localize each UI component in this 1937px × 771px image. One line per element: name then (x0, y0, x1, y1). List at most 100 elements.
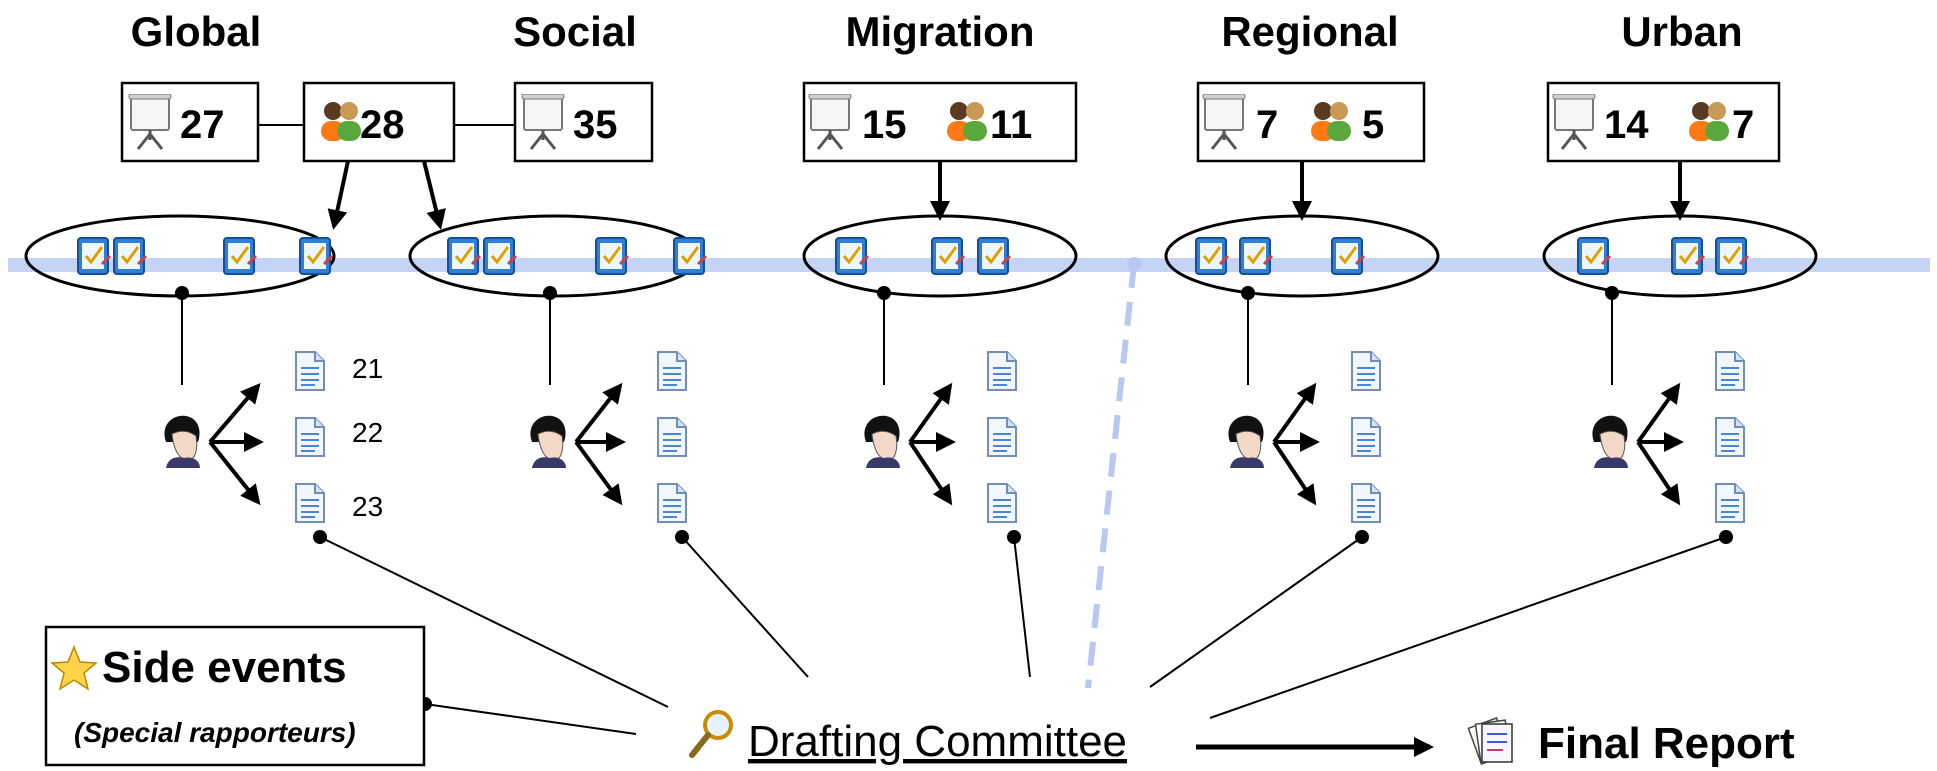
timeline-divider-dot (1127, 257, 1141, 271)
document-icon (295, 483, 325, 523)
session-group-social (408, 214, 708, 298)
timeline-divider (1085, 263, 1137, 689)
document-icon (1351, 483, 1381, 523)
session-group-migration (802, 214, 1078, 298)
checklist-tablet-icon (1194, 236, 1230, 276)
urban-plenary-count: 14 (1604, 103, 1649, 147)
side-events-box: Side events (Special rapporteurs) (44, 625, 426, 767)
checklist-tablet-icon (594, 236, 630, 276)
checklist-tablet-icon (482, 236, 518, 276)
document-icon (295, 351, 325, 391)
regional-box: 7 5 (1196, 81, 1426, 163)
person-head-icon (863, 415, 901, 469)
committee-connectors (319, 536, 1727, 735)
session-ellipse (1542, 214, 1818, 298)
document-icon (1351, 417, 1381, 457)
person-head-icon (163, 415, 201, 469)
timeline-band (8, 258, 1930, 272)
star-icon (50, 644, 98, 691)
arrow (327, 160, 350, 230)
checklist-tablet-icon (446, 236, 482, 276)
track-title-urban: Urban (1621, 8, 1742, 55)
checklist-tablet-icon (222, 236, 258, 276)
track-title-global: Global (131, 8, 262, 55)
document-icon (295, 417, 325, 457)
side-events-subtitle: (Special rapporteurs) (74, 717, 356, 748)
arrow (908, 382, 953, 444)
checklist-tablet-icon (1576, 236, 1612, 276)
document-icon (657, 483, 687, 523)
checklist-tablet-icon (1714, 236, 1750, 276)
joint-session-count: 28 (360, 103, 405, 147)
document-number: 21 (352, 353, 383, 384)
document-number: 22 (352, 417, 383, 448)
migration-plenary-count: 15 (862, 103, 907, 147)
arrow (1272, 440, 1317, 506)
document-number: 23 (352, 491, 383, 522)
global-plenary-count: 27 (180, 103, 225, 147)
track-title-migration: Migration (846, 8, 1035, 55)
arrow (1272, 382, 1317, 444)
migration-people-count: 11 (990, 103, 1032, 147)
document-icon (1715, 351, 1745, 391)
arrow (1636, 440, 1681, 506)
checklist-tablet-icon (1670, 236, 1706, 276)
magnifier-icon (689, 710, 733, 758)
arrow (208, 440, 261, 506)
document-icon (657, 417, 687, 457)
checklist-tablet-icon (76, 236, 112, 276)
checklist-tablet-icon (976, 236, 1012, 276)
social-plenary-box: 35 (513, 81, 654, 163)
checklist-tablet-icon (672, 236, 708, 276)
regional-plenary-count: 7 (1256, 103, 1278, 147)
document-icon (657, 351, 687, 391)
stacked-documents-icon (1467, 717, 1513, 765)
checklist-tablet-icon (112, 236, 148, 276)
social-plenary-count: 35 (573, 103, 618, 147)
checklist-tablet-icon (1330, 236, 1366, 276)
rapporteur-group-regional (1227, 286, 1381, 523)
global-plenary-box: 27 (120, 81, 260, 163)
final-report: Final Report (1467, 717, 1795, 768)
arrow (1636, 382, 1681, 444)
global-social-joint-box: 28 (302, 81, 456, 163)
migration-box: 15 11 (802, 81, 1078, 163)
session-ellipse (802, 214, 1078, 298)
side-events-title: Side events (102, 643, 347, 692)
checklist-tablet-icon (1238, 236, 1274, 276)
document-icon (1715, 483, 1745, 523)
regional-people-count: 5 (1362, 103, 1384, 147)
document-icon (1351, 351, 1381, 391)
rapporteur-group-global (163, 286, 325, 523)
session-group-regional (1164, 214, 1440, 298)
rapporteur-group-migration (863, 286, 1017, 523)
session-group-urban (1542, 214, 1818, 298)
arrow (908, 440, 953, 506)
arrow (422, 160, 446, 230)
final-report-label: Final Report (1538, 719, 1795, 768)
document-icon (987, 483, 1017, 523)
checklist-tablet-icon (834, 236, 870, 276)
checklist-tablet-icon (930, 236, 966, 276)
person-head-icon (529, 415, 567, 469)
urban-box: 14 7 (1546, 81, 1781, 163)
session-group-global (24, 214, 336, 298)
document-icon (987, 351, 1017, 391)
document-icon (1715, 417, 1745, 457)
track-title-social: Social (513, 8, 637, 55)
arrow (574, 440, 623, 506)
checklist-tablet-icon (298, 236, 334, 276)
rapporteur-group-urban (1591, 286, 1745, 523)
arrow (574, 382, 623, 444)
track-title-regional: Regional (1221, 8, 1398, 55)
session-ellipse (1164, 214, 1440, 298)
person-head-icon (1227, 415, 1265, 469)
rapporteur-group-social (529, 286, 687, 523)
session-ellipse (24, 214, 336, 298)
drafting-committee-label: Drafting Committee (748, 717, 1127, 766)
urban-people-count: 7 (1732, 103, 1754, 147)
document-icon (987, 417, 1017, 457)
drafting-committee: Drafting Committee (689, 710, 1127, 766)
person-head-icon (1591, 415, 1629, 469)
